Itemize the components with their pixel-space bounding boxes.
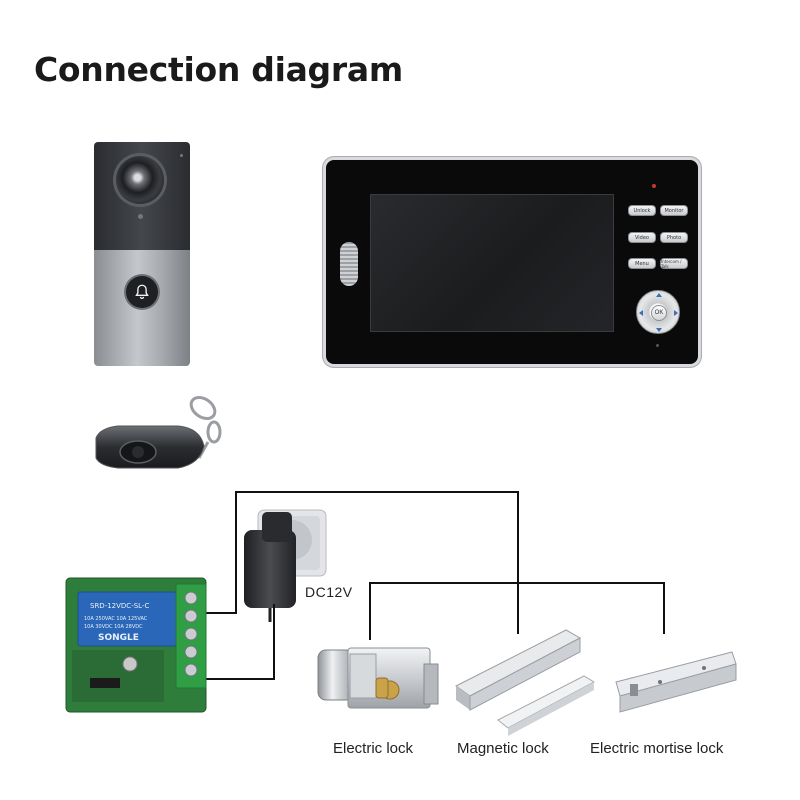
electric-mortise-lock [615, 651, 737, 713]
power-adapter [244, 512, 296, 622]
label-magnetic-lock: Magnetic lock [457, 740, 549, 757]
indicator-led [180, 154, 183, 157]
indoor-monitor: Unlock Monitor Video Photo Menu Intercom… [326, 160, 698, 364]
power-voltage-label: DC12V [305, 584, 353, 600]
relay-model-text: SRD-12VDC-SL-C [90, 602, 149, 610]
monitor-button-monitor: Monitor [660, 205, 688, 216]
label-electric-mortise-lock: Electric mortise lock [590, 740, 724, 757]
arrow-left-icon [639, 310, 643, 316]
monitor-button-talk: Intercom / Talk [660, 258, 688, 269]
electric-lock [317, 647, 439, 709]
relay-brand-text: SONGLE [98, 633, 139, 643]
doorbell-camera [94, 142, 190, 366]
relay-module: SRD-12VDC-SL-C 10A 250VAC 10A 125VAC 10A… [65, 577, 207, 713]
arrow-up-icon [656, 293, 662, 297]
ok-button: OK [651, 305, 667, 321]
wires [205, 491, 665, 680]
relay-rating-2: 10A 30VDC 10A 28VDC [84, 624, 143, 630]
doorbell-camera-head [94, 142, 190, 250]
arrow-right-icon [674, 310, 678, 316]
bell-button [126, 276, 158, 308]
microphone-hole [138, 214, 143, 219]
label-electric-lock: Electric lock [333, 740, 414, 757]
camera-lens-icon [116, 156, 164, 204]
speaker-grille [340, 242, 358, 286]
bell-icon [135, 284, 149, 299]
monitor-button-unlock: Unlock [628, 205, 656, 216]
doorbell-camera-body [94, 250, 190, 366]
wire-relay-to-adapter [205, 604, 275, 680]
monitor-screen [370, 194, 614, 332]
monitor-button-video: Video [628, 232, 656, 243]
monitor-button-photo: Photo [660, 232, 688, 243]
wire-relay-to-magnetic [206, 491, 519, 634]
relay-terminals [184, 591, 198, 677]
wire-lock-bus [369, 582, 665, 640]
monitor-button-menu: Menu [628, 258, 656, 269]
page-title: Connection diagram [34, 50, 403, 89]
power-led [652, 184, 656, 188]
arrow-down-icon [656, 328, 662, 332]
remote-key-fob [95, 396, 222, 469]
navigation-pad: OK [636, 290, 680, 334]
relay-rating-1: 10A 250VAC 10A 125VAC [84, 616, 148, 622]
magnetic-lock [455, 629, 596, 736]
monitor-microphone [656, 344, 659, 347]
